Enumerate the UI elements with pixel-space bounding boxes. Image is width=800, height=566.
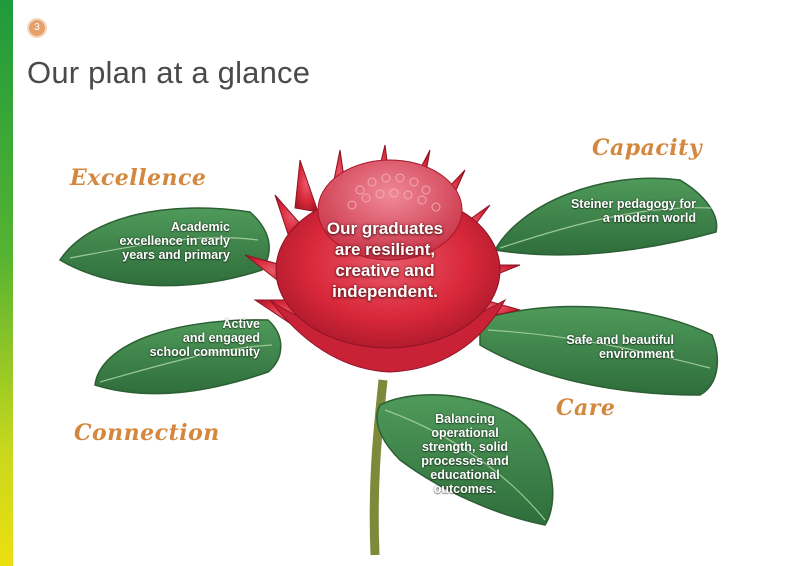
dome-florets [347,173,441,212]
leaf-text-academic: Academic excellence in early years and p… [90,220,231,262]
leaf-line: and engaged [182,331,260,345]
leaf-lower-right [479,305,719,396]
center-line: are resilient, [334,240,436,259]
leaf-line: outcomes. [433,482,497,496]
leaf-line: educational [430,468,500,482]
leaf-line: Safe and beautiful [566,333,674,347]
leaf-text-balancing: Balancing operational strength, solid pr… [415,412,515,496]
leaf-line: Active [222,317,260,331]
leaf-line: excellence in early [119,234,231,248]
center-line: Our graduates [326,219,444,238]
leaf-line: operational [431,426,499,440]
center-line: independent. [332,282,438,301]
leaf-line: environment [598,347,674,361]
leaf-upper-left [58,207,270,287]
leaf-line: Balancing [435,412,495,426]
flower-dome [317,159,463,261]
leaf-line: processes and [421,454,509,468]
leaf-text-community: Active and engaged school community [120,317,260,359]
page-title: Our plan at a glance [27,55,311,90]
category-capacity: Capacity [592,135,703,161]
leaf-text-environment: Safe and beautiful environment [530,333,674,361]
side-gradient-bar [0,0,13,566]
leaf-bottom [376,394,554,526]
category-connection: Connection [74,420,220,446]
page-number-badge: 3 [27,18,47,38]
leaf-text-steiner: Steiner pedagogy for a modern world [536,197,696,225]
center-vision-text: Our graduates are resilient, creative an… [300,218,470,302]
leaf-lower-left [94,319,282,395]
center-line: creative and [335,261,435,280]
leaf-line: strength, solid [421,440,509,454]
category-excellence: Excellence [70,165,207,191]
category-care: Care [556,395,616,421]
leaf-line: a modern world [602,211,696,225]
stem [369,379,388,556]
leaf-line: years and primary [122,248,230,262]
leaf-line: Academic [170,220,230,234]
leaf-line: Steiner pedagogy for [570,197,696,211]
leaf-line: school community [149,345,260,359]
